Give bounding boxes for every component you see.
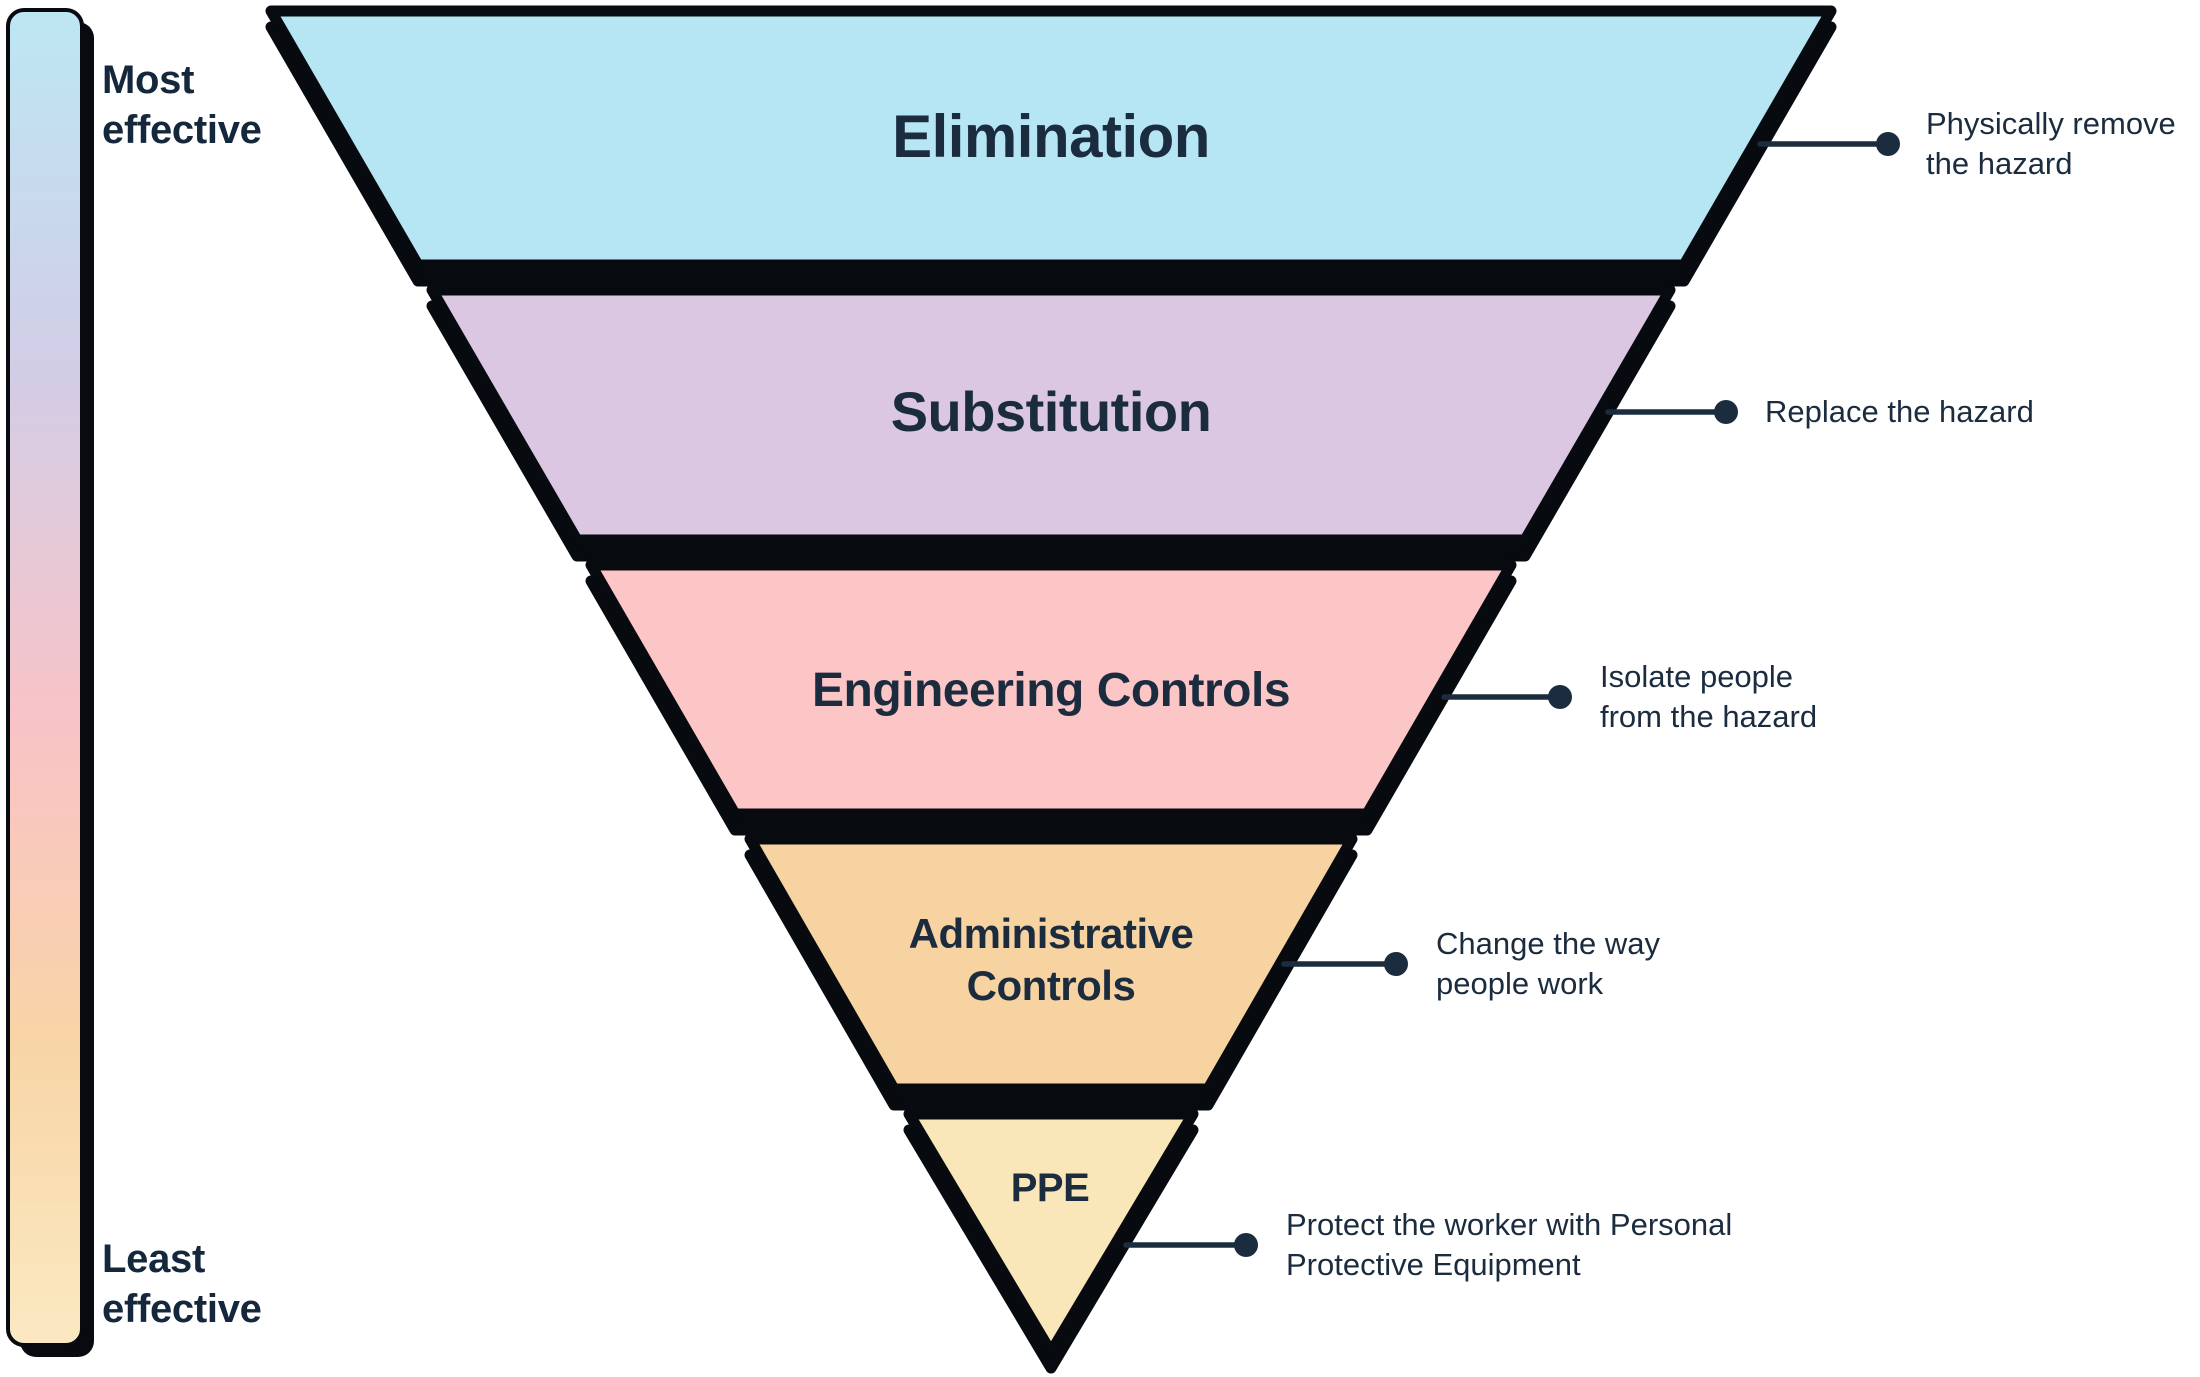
leader-dot-elimination	[1876, 132, 1900, 156]
elimination-description: Physically remove the hazard	[1926, 106, 2176, 181]
substitution-label: Substitution	[890, 380, 1212, 443]
leader-dot-engineering-controls	[1548, 685, 1572, 709]
scale-bar-gradient	[6, 8, 84, 1347]
annotation-leaders	[1123, 132, 1900, 1257]
administrative-controls-label: Administrative Controls	[908, 910, 1194, 1009]
administrative-controls-description: Change the way people work	[1436, 926, 1661, 1001]
funnel-layers	[265, 5, 1837, 1358]
leader-dot-administrative-controls	[1384, 952, 1408, 976]
layer-ppe	[903, 1108, 1199, 1358]
leader-dot-substitution	[1714, 400, 1738, 424]
layer-substitution	[426, 284, 1676, 546]
effectiveness-scale-bar	[6, 8, 94, 1357]
ppe-description: Protect the worker with Personal Protect…	[1286, 1207, 1733, 1282]
engineering-controls-label: Engineering Controls	[811, 664, 1291, 717]
engineering-controls-description: Isolate people from the hazard	[1600, 659, 1818, 734]
leader-dot-ppe	[1234, 1233, 1258, 1257]
elimination-label: Elimination	[892, 103, 1210, 170]
most-effective-label: Most effective	[102, 58, 262, 152]
ppe-label: PPE	[1010, 1166, 1090, 1210]
substitution-description: Replace the hazard	[1765, 394, 2034, 429]
layer-engineering-controls	[585, 559, 1517, 820]
least-effective-label: Least effective	[102, 1237, 262, 1331]
layer-elimination	[265, 5, 1837, 271]
layer-administrative-controls	[744, 833, 1358, 1095]
